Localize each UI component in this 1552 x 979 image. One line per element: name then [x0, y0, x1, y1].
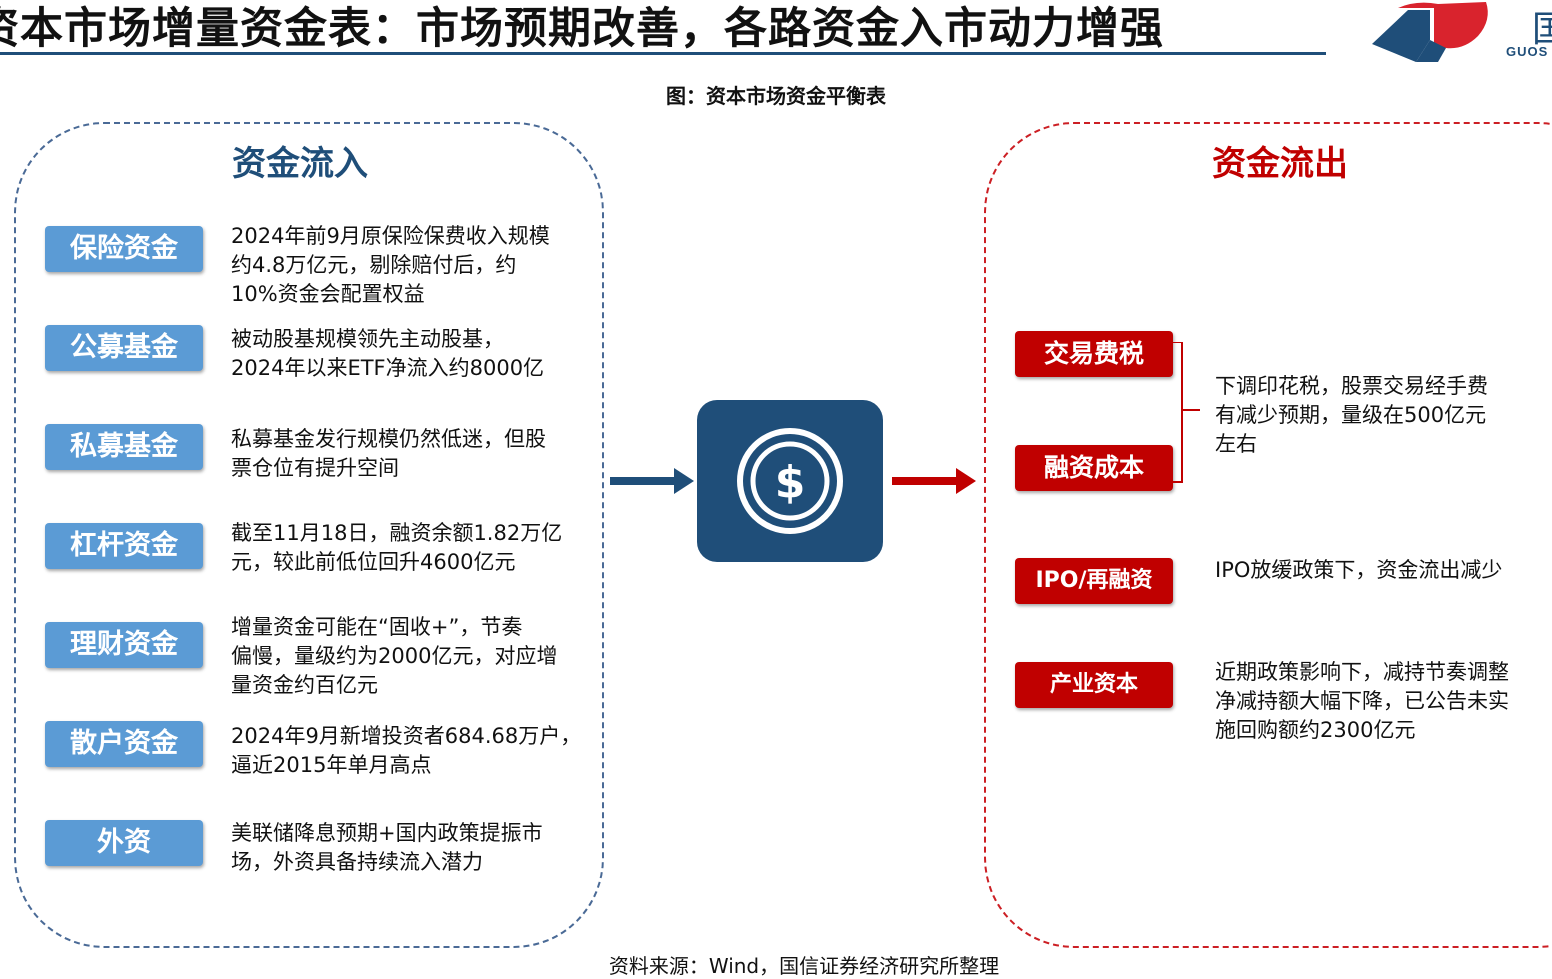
- page-title: 资本市场增量资金表：市场预期改善，各路资金入市动力增强: [0, 4, 1164, 54]
- desc-line: 2024年以来ETF净流入约8000亿: [231, 356, 545, 380]
- desc-line: IPO放缓政策下，资金流出减少: [1215, 558, 1503, 582]
- desc-line: 逼近2015年单月高点: [231, 753, 432, 777]
- outflow-panel: [984, 122, 1552, 948]
- inflow-label-retail: 散户资金: [45, 721, 203, 767]
- desc-line: 2024年前9月原保险保费收入规模: [231, 224, 550, 248]
- outflow-desc-ipo: IPO放缓政策下，资金流出减少: [1215, 556, 1552, 585]
- svg-text:$: $: [775, 457, 806, 508]
- logo-text: GUOS: [1506, 44, 1549, 59]
- inflow-label-private-fund: 私募基金: [45, 424, 203, 470]
- logo-char: 国: [1532, 9, 1552, 50]
- outflow-label-trading-fees: 交易费税: [1015, 331, 1173, 377]
- inflow-desc-retail: 2024年9月新增投资者684.68万户， 逼近2015年单月高点: [231, 722, 599, 780]
- capital-hub: $: [697, 400, 883, 562]
- inflow-heading: 资金流入: [232, 144, 368, 184]
- inflow-panel: [14, 122, 604, 948]
- desc-line: 元，较此前低位回升4600亿元: [231, 550, 516, 574]
- outflow-label-industrial-capital: 产业资本: [1015, 662, 1173, 708]
- inflow-label-public-fund: 公募基金: [45, 325, 203, 371]
- inflow-desc-private-fund: 私募基金发行规模仍然低迷，但股 票仓位有提升空间: [231, 425, 599, 483]
- source-note: 资料来源：Wind，国信证券经济研究所整理: [608, 954, 1000, 978]
- inflow-label-foreign: 外资: [45, 820, 203, 866]
- desc-line: 下调印花税，股票交易经手费: [1215, 374, 1488, 398]
- desc-line: 美联储降息预期+国内政策提振市: [231, 821, 543, 845]
- outflow-heading: 资金流出: [1212, 144, 1348, 184]
- desc-line: 2024年9月新增投资者684.68万户，: [231, 724, 582, 748]
- inflow-arrow-icon: [610, 468, 694, 494]
- company-logo: [1372, 2, 1488, 62]
- title-divider: [0, 52, 1326, 55]
- outflow-desc-fees: 下调印花税，股票交易经手费 有减少预期，量级在500亿元 左右: [1215, 372, 1552, 459]
- outflow-label-financing-cost: 融资成本: [1015, 445, 1173, 491]
- desc-line: 有减少预期，量级在500亿元: [1215, 403, 1487, 427]
- inflow-desc-public-fund: 被动股基规模领先主动股基， 2024年以来ETF净流入约8000亿: [231, 325, 599, 383]
- desc-line: 近期政策影响下，减持节奏调整: [1215, 660, 1509, 684]
- desc-line: 增量资金可能在“固收+”，节奏: [231, 615, 523, 639]
- figure-title: 图：资本市场资金平衡表: [666, 84, 886, 108]
- desc-line: 量资金约百亿元: [231, 673, 378, 697]
- inflow-label-leverage: 杠杆资金: [45, 523, 203, 569]
- desc-line: 被动股基规模领先主动股基，: [231, 327, 504, 351]
- desc-line: 私募基金发行规模仍然低迷，但股: [231, 427, 546, 451]
- desc-line: 偏慢，量级约为2000亿元，对应增: [231, 644, 558, 668]
- outflow-label-ipo: IPO/再融资: [1015, 558, 1173, 604]
- desc-line: 10%资金会配置权益: [231, 282, 425, 306]
- inflow-desc-leverage: 截至11月18日，融资余额1.82万亿 元，较此前低位回升4600亿元: [231, 519, 599, 577]
- desc-line: 左右: [1215, 432, 1257, 456]
- desc-line: 截至11月18日，融资余额1.82万亿: [231, 521, 563, 545]
- desc-line: 净减持额大幅下降，已公告未实: [1215, 689, 1509, 713]
- inflow-label-wealth-mgmt: 理财资金: [45, 622, 203, 668]
- desc-line: 票仓位有提升空间: [231, 456, 399, 480]
- desc-line: 场，外资具备持续流入潜力: [231, 850, 483, 874]
- desc-line: 施回购额约2300亿元: [1215, 718, 1416, 742]
- desc-line: 约4.8万亿元，剔除赔付后，约: [231, 253, 517, 277]
- inflow-desc-wealth-mgmt: 增量资金可能在“固收+”，节奏 偏慢，量级约为2000亿元，对应增 量资金约百亿…: [231, 613, 599, 700]
- inflow-desc-foreign: 美联储降息预期+国内政策提振市 场，外资具备持续流入潜力: [231, 819, 599, 877]
- inflow-label-insurance: 保险资金: [45, 226, 203, 272]
- outflow-arrow-icon: [892, 468, 976, 494]
- bracket-connector: [1172, 342, 1200, 483]
- inflow-desc-insurance: 2024年前9月原保险保费收入规模 约4.8万亿元，剔除赔付后，约 10%资金会…: [231, 222, 599, 309]
- dollar-coin-icon: $: [737, 428, 843, 534]
- outflow-desc-industrial: 近期政策影响下，减持节奏调整 净减持额大幅下降，已公告未实 施回购额约2300亿…: [1215, 658, 1552, 745]
